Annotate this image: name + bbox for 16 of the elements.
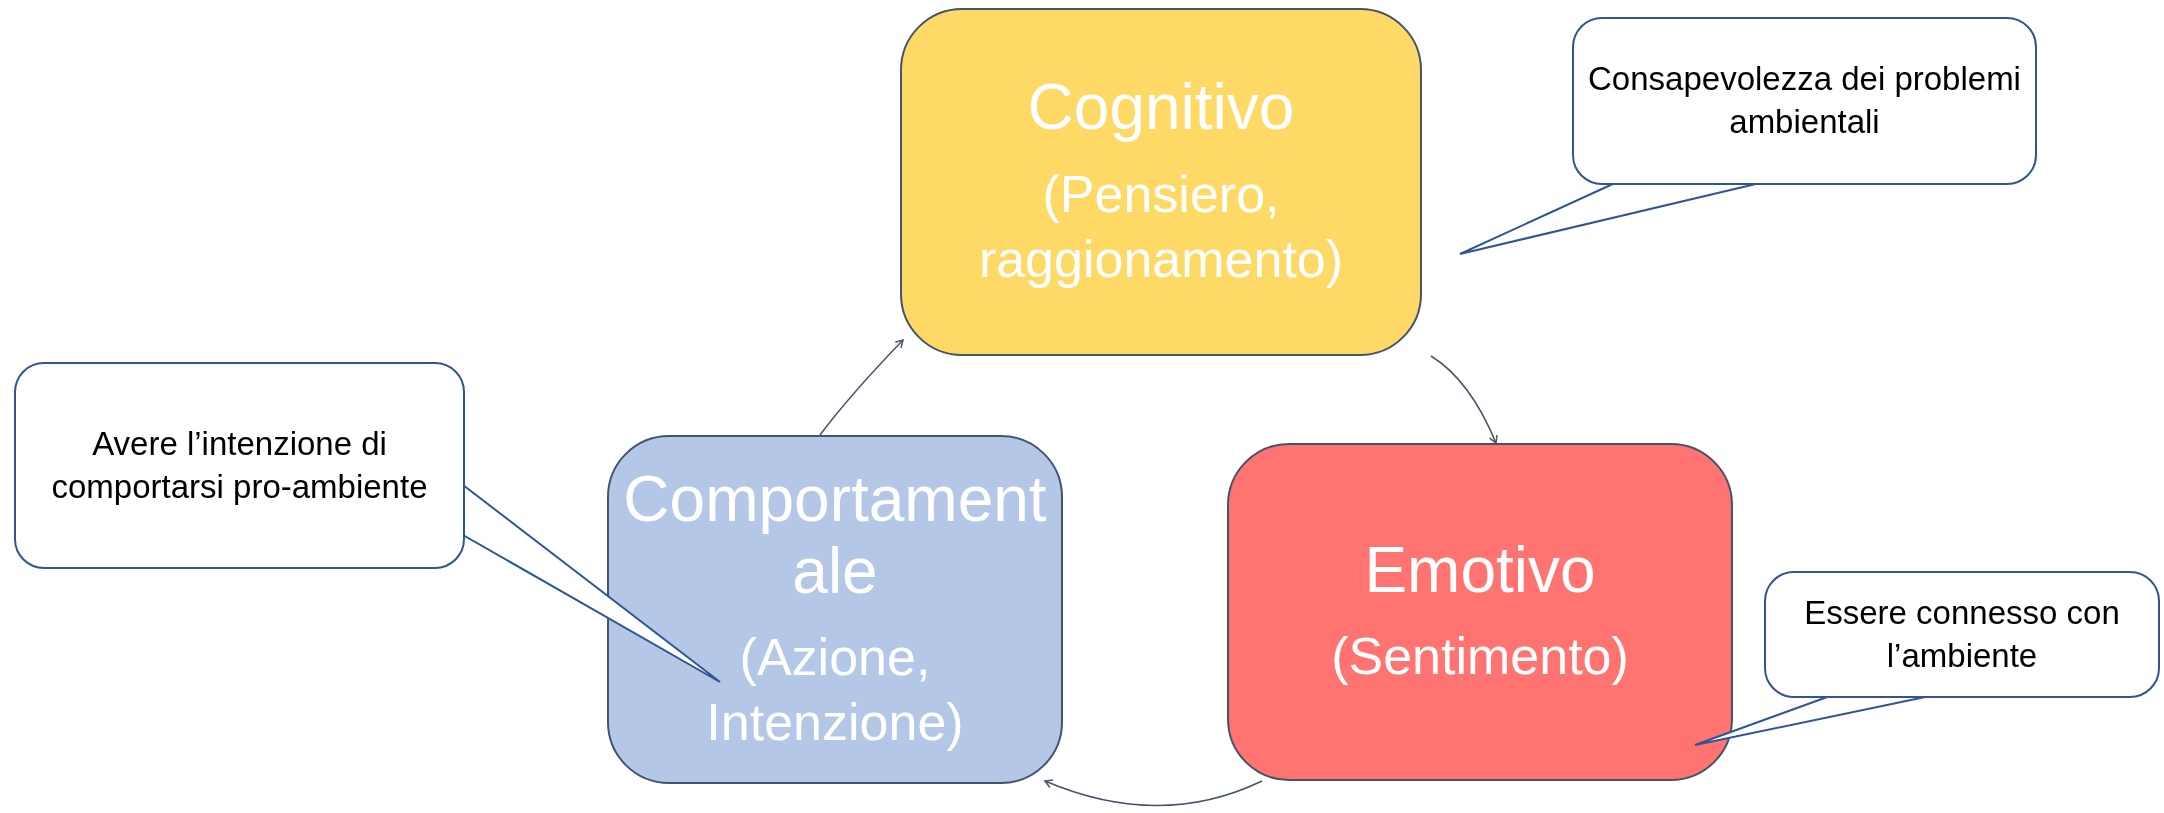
rounded-box bbox=[900, 8, 1422, 356]
box-subtitle: (Pensiero, raggionamento) bbox=[977, 163, 1345, 290]
callout-text: Consapevolezza dei problemi ambientali bbox=[1588, 59, 2021, 142]
rounded-box bbox=[607, 435, 1063, 784]
rounded-box bbox=[1227, 443, 1733, 781]
box-title: Comportamentale bbox=[622, 463, 1048, 608]
callout-bubble bbox=[14, 362, 465, 569]
callout-text: Avere l’intenzione di comportarsi pro-ambiente bbox=[50, 423, 429, 507]
curved-arrow bbox=[819, 339, 904, 436]
box-title: Cognitivo bbox=[1027, 72, 1295, 144]
curved-arrow bbox=[1430, 355, 1498, 444]
box-subtitle: (Sentimento) bbox=[1331, 626, 1629, 688]
curved-arrow bbox=[1044, 779, 1263, 807]
box-subtitle: (Azione, Intenzione) bbox=[705, 627, 965, 754]
callout-text: Essere connesso con l’ambiente bbox=[1803, 592, 2121, 676]
box-title: Emotivo bbox=[1364, 534, 1596, 607]
